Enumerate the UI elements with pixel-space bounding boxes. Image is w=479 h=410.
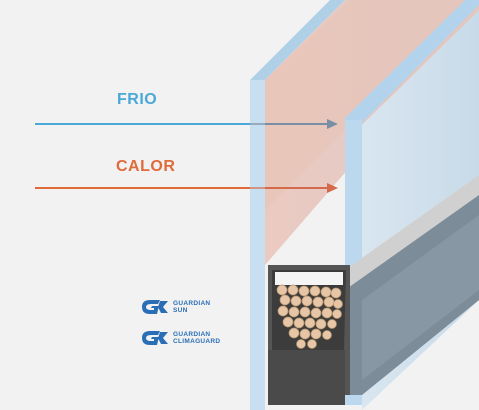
brand-text-climaguard: GUARDIAN CLIMAGUARD	[173, 331, 220, 345]
outer-glass-edge	[250, 80, 265, 410]
cold-label: FRIO	[117, 91, 158, 108]
heat-arrow	[35, 183, 338, 193]
desiccant-beads	[276, 284, 343, 349]
sealant-base	[268, 350, 345, 405]
brand-line2: CLIMAGUARD	[173, 338, 221, 345]
heat-label: CALOR	[116, 158, 176, 175]
brand-text-sun: GUARDIAN SUN	[173, 300, 210, 314]
cold-arrow	[35, 119, 338, 129]
brand-line1: GUARDIAN	[173, 300, 211, 307]
guardian-sun-logo: GUARDIAN SUN	[140, 298, 210, 316]
guardian-climaguard-logo: GUARDIAN CLIMAGUARD	[140, 329, 220, 347]
guardian-g-logo-icon	[142, 331, 168, 345]
outer-glass-pane	[250, 0, 345, 410]
brand-line2: SUN	[173, 307, 188, 314]
brand-line1: GUARDIAN	[173, 331, 211, 338]
guardian-g-logo-icon	[142, 300, 168, 314]
